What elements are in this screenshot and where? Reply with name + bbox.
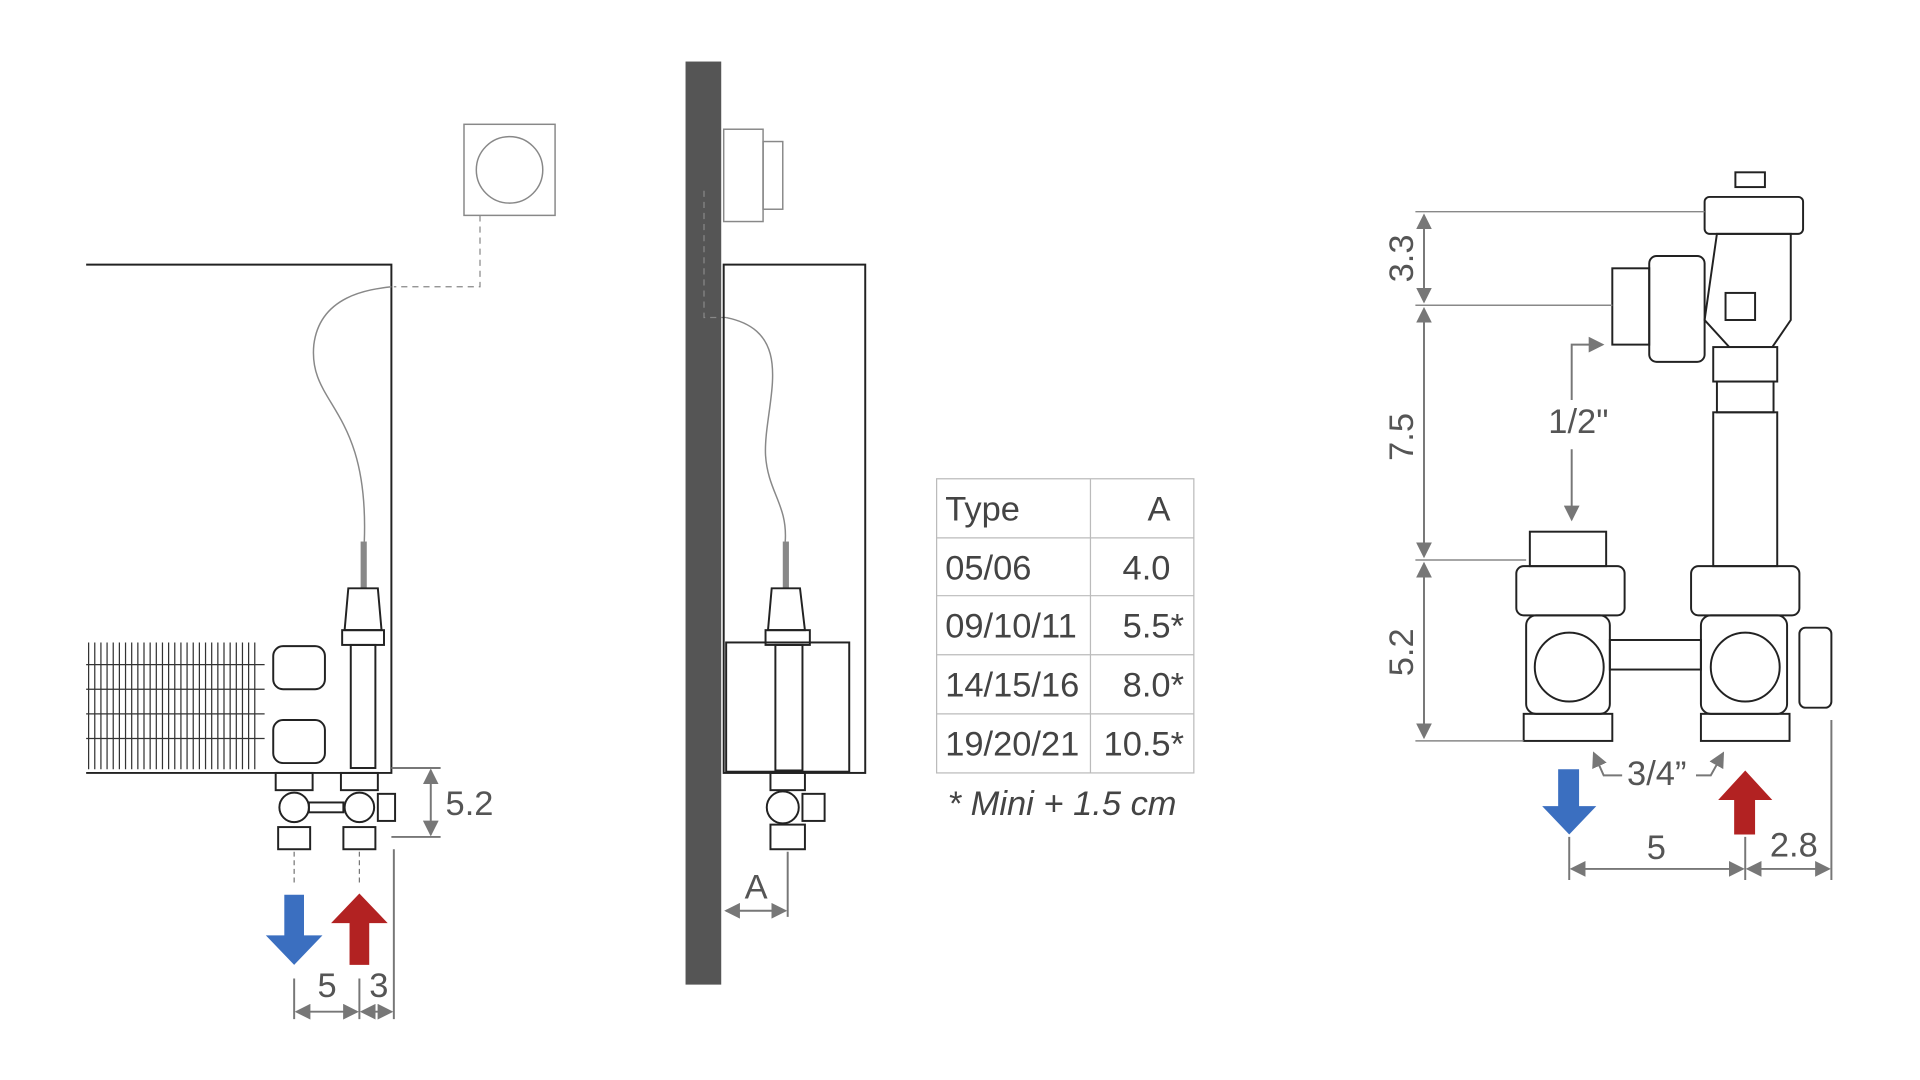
valve-top-cap xyxy=(1703,195,1805,235)
table-footnote: * Mini + 1.5 cm xyxy=(948,785,1177,823)
thermostat-dial-icon xyxy=(475,135,544,204)
left-front-view: 5.2 5 3 xyxy=(86,123,556,1020)
supply-flow-arrow-icon xyxy=(1718,770,1773,835)
type-dimension-table: Type A 05/06 4.0 09/10/11 5.5* 14/15/16 … xyxy=(936,478,1195,823)
right-dim-top: 3.3 xyxy=(1383,235,1421,283)
thread-size-half-inch: 1/2" xyxy=(1548,403,1608,441)
right-valve-detail: 3.3 7.5 5.2 1/2" 3/4” 5 2.8 xyxy=(1383,171,1833,880)
thread-size-three-quarter: 3/4” xyxy=(1627,755,1686,793)
wall xyxy=(685,61,722,985)
left-dim-spacing: 5 xyxy=(318,967,337,1005)
table-cell: 05/06 xyxy=(945,550,1031,588)
table-cell: 4.0 xyxy=(1123,550,1171,588)
thermostat-box xyxy=(463,123,556,217)
left-valve-block xyxy=(274,771,397,851)
table-header-a: A xyxy=(1147,491,1170,529)
convector-fins xyxy=(86,642,265,770)
table-cell: 09/10/11 xyxy=(945,608,1077,646)
table-header-type: Type xyxy=(945,491,1020,529)
middle-dim-a: A xyxy=(745,868,768,906)
left-dim-height: 5.2 xyxy=(446,785,494,823)
radiator-body xyxy=(86,263,393,774)
right-dim-bottom: 5.2 xyxy=(1383,628,1421,676)
table-cell: 8.0* xyxy=(1123,667,1184,705)
right-dim-offset: 2.8 xyxy=(1770,827,1818,865)
return-flow-arrow-icon xyxy=(1542,769,1597,835)
table-cell: 19/20/21 xyxy=(945,726,1079,764)
supply-flow-arrow-icon xyxy=(331,893,388,965)
table-cell: 14/15/16 xyxy=(945,667,1079,705)
left-dim-offset: 3 xyxy=(369,967,388,1005)
radiator-side xyxy=(722,263,867,774)
middle-side-view: A xyxy=(685,61,867,985)
thermostat-side xyxy=(722,128,764,223)
return-flow-arrow-icon xyxy=(265,894,323,965)
right-dim-spacing: 5 xyxy=(1647,829,1666,867)
table-cell: 10.5* xyxy=(1104,726,1184,764)
thermostatic-head xyxy=(343,587,383,632)
table-cell: 5.5* xyxy=(1123,608,1184,646)
right-dim-mid: 7.5 xyxy=(1383,413,1421,461)
